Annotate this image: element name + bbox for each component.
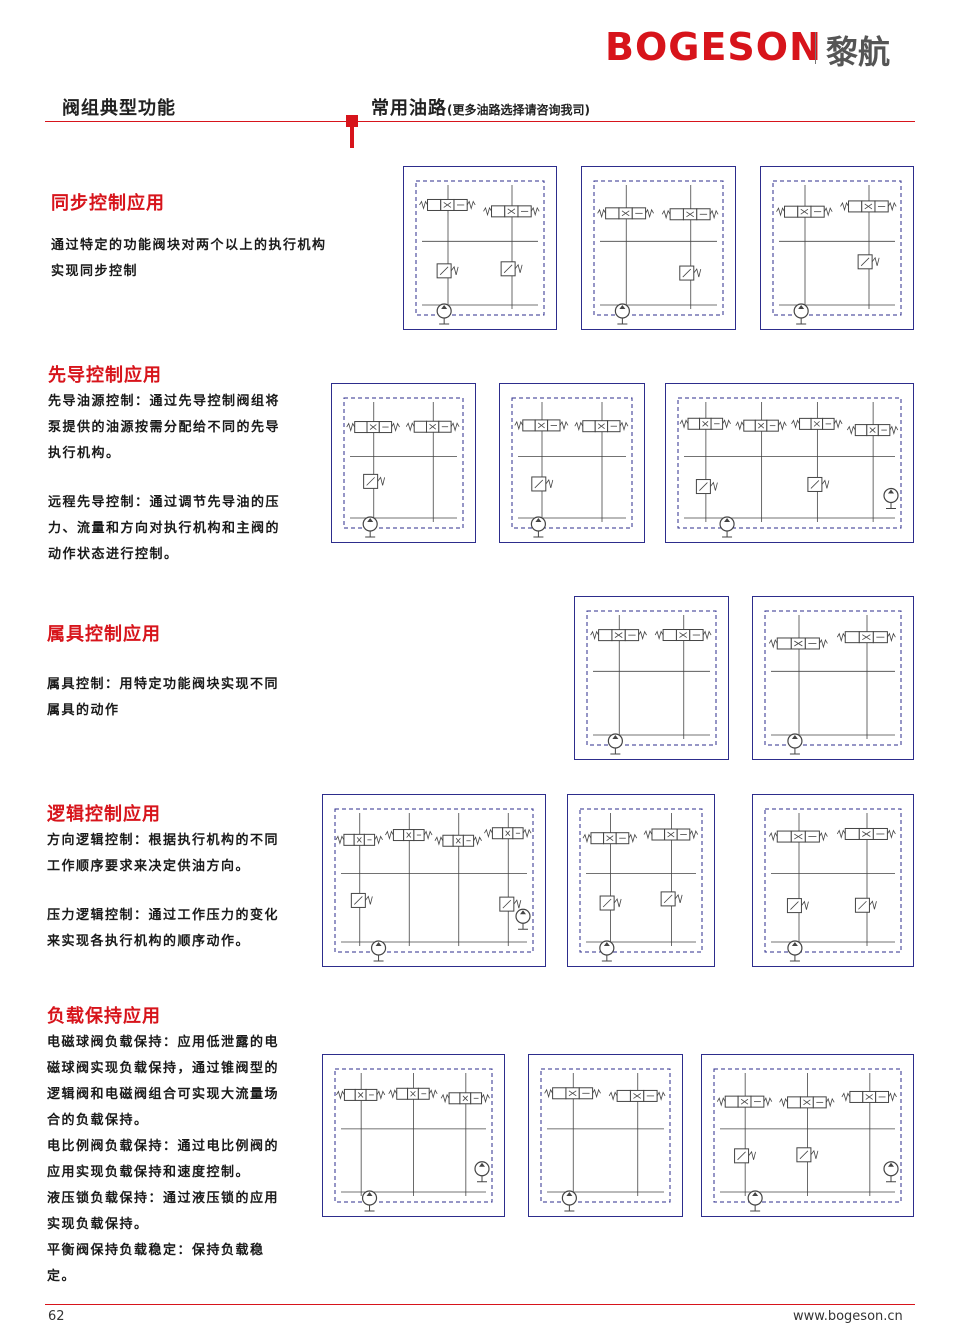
- diagram-logic-2: [567, 794, 715, 967]
- section-title-pilot: 先导控制应用: [48, 365, 162, 386]
- section-text-sync: 通过特定的功能阀块对两个以上的执行机构 实现同步控制: [51, 238, 327, 279]
- diagram-attachment-2: [752, 596, 914, 760]
- diagram-load-1: [322, 1054, 505, 1217]
- diagram-pilot-3: [665, 383, 914, 543]
- section-title-logic: 逻辑控制应用: [47, 804, 161, 825]
- brand-logo: BOGESON: [605, 25, 822, 69]
- diagram-logic-3: [752, 794, 914, 967]
- header-left-title: 阀组典型功能: [62, 98, 176, 119]
- diagram-load-2: [528, 1054, 683, 1217]
- section-text-attachment: 属具控制：用特定功能阀块实现不同 属具的动作: [47, 677, 280, 718]
- section-title-sync: 同步控制应用: [51, 193, 165, 214]
- diagram-load-3: [701, 1054, 914, 1217]
- section-text-logic-direction: 方向逻辑控制：根据执行机构的不同 工作顺序要求来决定供油方向。: [47, 833, 280, 874]
- header-right-main: 常用油路: [371, 98, 447, 119]
- diagram-logic-1: [322, 794, 546, 967]
- footer-rule: [45, 1304, 915, 1305]
- section-text-load-holding: 电磁球阀负载保持：应用低泄露的电 磁球阀实现负载保持，通过锥阀型的 逻辑阀和电磁…: [47, 1035, 280, 1284]
- section-text-pilot-source: 先导油源控制：通过先导控制阀组将 泵提供的油源按需分配给不同的先导 执行机构。: [48, 394, 281, 461]
- section-text-pilot-remote: 远程先导控制：通过调节先导油的压 力、流量和方向对执行机构和主阀的 动作状态进行…: [48, 495, 281, 562]
- diagram-attachment-1: [574, 596, 729, 760]
- section-title-attachment: 属具控制应用: [47, 624, 161, 645]
- header-right-title: 常用油路(更多油路选择请咨询我司): [371, 94, 590, 120]
- diagram-pilot-1: [331, 383, 476, 543]
- section-title-load-holding: 负载保持应用: [47, 1006, 161, 1027]
- header-marker-stem: [350, 127, 354, 148]
- brand-cn-name: 黎航: [826, 33, 891, 71]
- website-link[interactable]: www.bogeson.cn: [793, 1309, 903, 1324]
- diagram-sync-2: [581, 166, 736, 330]
- header-rule: [45, 121, 915, 122]
- diagram-sync-3: [760, 166, 914, 330]
- header-right-note: (更多油路选择请咨询我司): [447, 103, 590, 117]
- diagram-pilot-2: [499, 383, 645, 543]
- diagram-sync-1: [403, 166, 557, 330]
- page-number: 62: [48, 1309, 65, 1324]
- section-text-logic-pressure: 压力逻辑控制：通过工作压力的变化 来实现各执行机构的顺序动作。: [47, 908, 280, 949]
- brand-separator: [815, 32, 816, 64]
- header-marker: [346, 115, 358, 127]
